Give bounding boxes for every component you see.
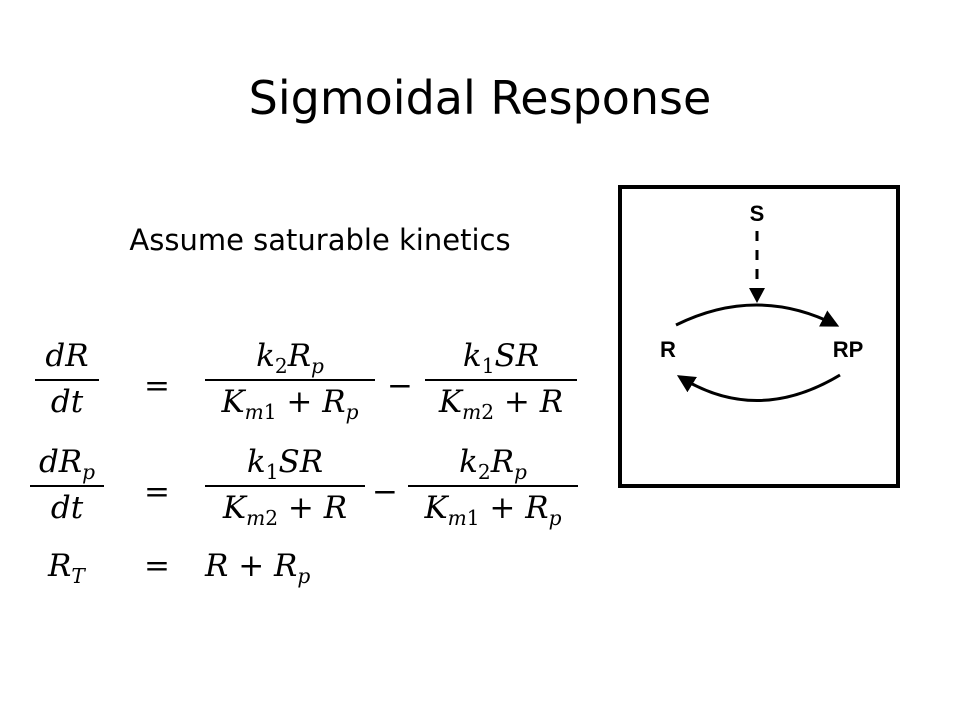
- eq3-lhs: RT: [48, 548, 85, 589]
- eq3-rhs: R + Rp: [205, 548, 311, 589]
- forward-arrow: [675, 303, 840, 327]
- eq2-term2-numerator: k2Rp: [459, 444, 527, 485]
- slide-title: Sigmoidal Response: [248, 71, 712, 125]
- eq2-equals: =: [144, 474, 170, 510]
- eq2-lhs-numerator: dRp: [38, 444, 96, 485]
- eq1-term1-denominator: Km1 + Rp: [221, 384, 359, 425]
- eq2-term1-denominator: Km2 + R: [222, 490, 348, 531]
- reverse-arrow: [676, 373, 841, 402]
- r-label: R: [660, 337, 676, 362]
- eq1-term1-numerator: k2Rp: [256, 338, 324, 379]
- eq1-minus: −: [387, 368, 413, 404]
- eq2-minus: −: [372, 474, 398, 510]
- signal-arrowhead: [749, 288, 765, 303]
- eq1-term2-numerator: k1SR: [462, 338, 540, 379]
- signal-label: S: [750, 201, 765, 226]
- eq2-lhs-denominator: dt: [50, 490, 84, 526]
- eq1-term2-denominator: Km2 + R: [438, 384, 564, 425]
- eq2-term2-denominator: Km1 + Rp: [424, 490, 562, 531]
- eq3-equals: =: [144, 548, 170, 584]
- reaction-cycle-diagram: S R RP: [618, 185, 900, 488]
- slide-subtitle: Assume saturable kinetics: [129, 223, 511, 257]
- eq2-term1-numerator: k1SR: [246, 444, 324, 485]
- eq1-lhs-numerator: dR: [45, 338, 89, 374]
- diagram-frame: [618, 185, 900, 488]
- rp-label: RP: [833, 337, 864, 362]
- eq1-lhs-denominator: dt: [50, 384, 84, 420]
- eq1-equals: =: [144, 368, 170, 404]
